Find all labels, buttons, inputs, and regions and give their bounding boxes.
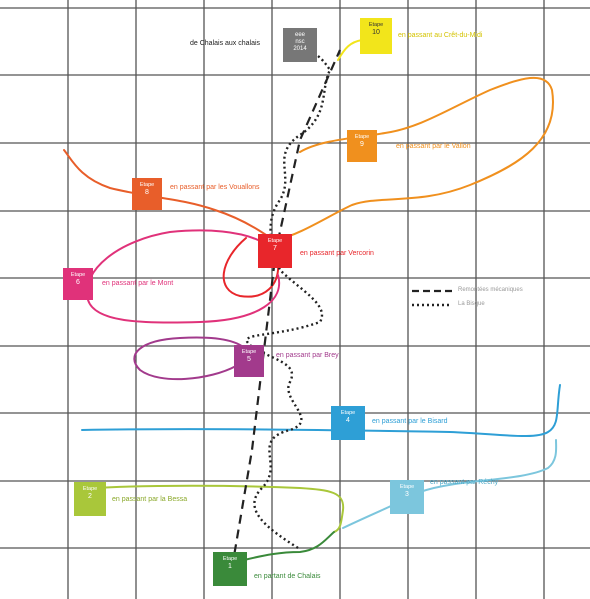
- stage-title: Etape: [368, 22, 384, 28]
- path-etape-8: [63, 149, 277, 243]
- stage-caption-5: en passant par Brey: [276, 352, 339, 359]
- stage-box-10: Etape 10: [360, 18, 392, 54]
- path-etape-4: [81, 384, 561, 438]
- stage-title: Etape: [241, 349, 257, 355]
- stage-title: Etape: [139, 182, 155, 188]
- path-etape-7: [222, 237, 280, 298]
- start-box-line3: 2014: [293, 46, 307, 52]
- stage-number: 9: [360, 141, 364, 148]
- stage-title: Etape: [267, 238, 283, 244]
- stage-caption-10: en passant au Crêt-du-Midi: [398, 32, 483, 39]
- stage-caption-8: en passant par les Vouallons: [170, 184, 260, 191]
- path-etape-3: [342, 439, 558, 529]
- stage-number: 10: [372, 29, 380, 36]
- stage-title: Etape: [354, 134, 370, 140]
- stage-caption-7: en passant par Vercorin: [300, 250, 374, 257]
- walking-route: [245, 51, 332, 550]
- stage-title: Etape: [222, 556, 238, 562]
- stage-number: 5: [247, 356, 251, 363]
- stage-number: 2: [88, 493, 92, 500]
- stage-number: 6: [76, 279, 80, 286]
- stage-box-5: Etape 5: [234, 345, 264, 377]
- stage-number: 3: [405, 491, 409, 498]
- stage-box-9: Etape 9: [347, 130, 377, 162]
- stage-number: 1: [228, 563, 232, 570]
- stage-caption-2: en passant par la Bessa: [112, 496, 188, 503]
- stage-title: Etape: [70, 272, 86, 278]
- path-etape-5: [133, 336, 249, 381]
- stage-number: 4: [346, 417, 350, 424]
- stage-caption-9: en passant par le Vallon: [396, 143, 471, 150]
- start-box-line1: eee: [294, 32, 305, 38]
- stage-title: Etape: [399, 484, 415, 490]
- stage-caption-1: en partant de Chalais: [254, 573, 321, 580]
- path-etape-1: [243, 531, 335, 561]
- start-box-line2: nsc: [295, 39, 305, 45]
- legend-dotted-sample: [412, 303, 452, 307]
- stage-title: Etape: [340, 410, 356, 416]
- stage-box-7: Etape 7: [258, 234, 292, 268]
- stage-box-1: Etape 1: [213, 552, 247, 586]
- path-etape-6: [85, 229, 281, 324]
- stage-box-6: Etape 6: [63, 268, 93, 300]
- legend-dashed-label: Remontées mécaniques: [458, 287, 523, 293]
- stage-box-2: Etape 2: [74, 482, 106, 516]
- legend-dotted-label: La Bisque: [458, 301, 485, 307]
- stage-caption-6: en passant par le Mont: [102, 280, 174, 287]
- stage-caption-4: en passant par le Bisard: [372, 418, 448, 425]
- stage-box-3: Etape 3: [390, 480, 424, 514]
- start-caption: de Chalais aux chalais: [190, 40, 261, 47]
- stage-box-8: Etape 8: [132, 178, 162, 210]
- stage-caption-3: en passant par Réchy: [430, 479, 499, 486]
- stage-number: 8: [145, 189, 149, 196]
- stage-title: Etape: [82, 486, 98, 492]
- path-etape-2: [94, 484, 345, 533]
- path-etape-10: [337, 39, 363, 61]
- stage-number: 7: [273, 245, 277, 252]
- legend-dashed-sample: [412, 289, 452, 293]
- stage-box-4: Etape 4: [331, 406, 365, 440]
- start-box: eee nsc 2014: [283, 28, 317, 62]
- path-etape-9: [275, 76, 555, 241]
